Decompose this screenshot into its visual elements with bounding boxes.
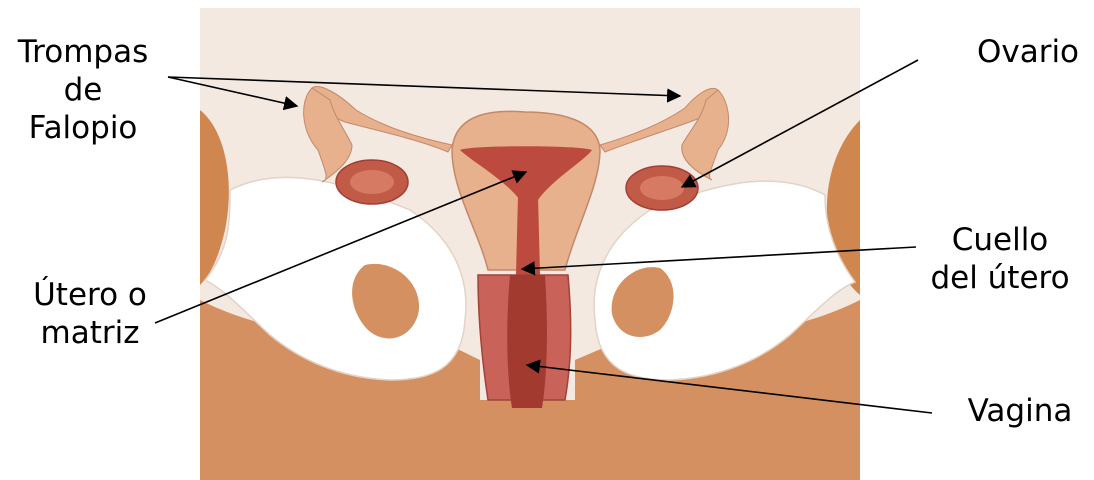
label-vagina: Vagina [968, 393, 1073, 429]
label-fallopian-tubes-line-3: Falopio [29, 110, 138, 146]
label-cervix-line-1: Cuello [952, 222, 1049, 258]
label-uterus-line-1: Útero o [33, 276, 147, 313]
label-fallopian-tubes-line-1: Trompas [17, 34, 148, 70]
cervix [516, 195, 540, 275]
anatomy-illustration [200, 8, 860, 480]
label-fallopian-tubes-line-2: de [64, 72, 103, 108]
label-cervix-line-2: del útero [930, 260, 1069, 296]
label-uterus-line-2: matriz [41, 315, 140, 351]
label-ovary: Ovario [977, 34, 1079, 70]
